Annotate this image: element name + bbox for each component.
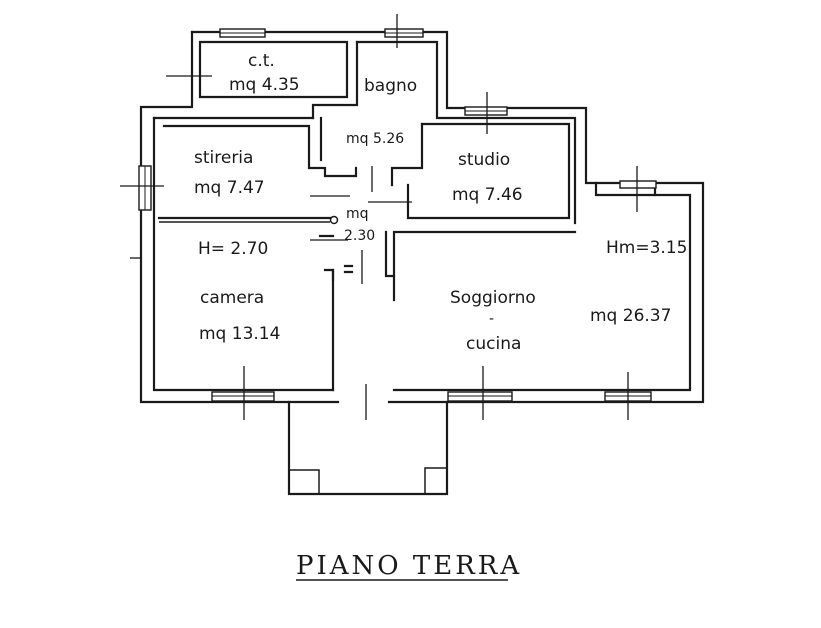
- wall-left-top: [139, 30, 340, 404]
- window-soggiorno-3: [619, 180, 657, 189]
- wall-stireria: [162, 124, 358, 178]
- door-hinge-icon: [329, 215, 339, 225]
- height-right: Hm=3.15: [606, 238, 687, 258]
- wall-studio: [406, 122, 571, 220]
- wall-main-inner: [392, 181, 692, 392]
- room-stireria-name: stireria: [194, 148, 253, 168]
- window-bagno: [384, 28, 424, 38]
- wall-bagno: [355, 40, 577, 225]
- room-studio-name: studio: [458, 150, 510, 170]
- room-soggiorno-name: Soggiorno: [450, 288, 536, 308]
- height-left: H= 2.70: [198, 239, 268, 259]
- room-stireria-area: mq 7.47: [194, 178, 265, 198]
- room-disimpegno-area: 2.30: [344, 228, 375, 244]
- window-soggiorno-1: [447, 391, 513, 402]
- room-bagno-area: mq 5.26: [346, 131, 404, 147]
- room-ct-name: c.t.: [248, 51, 275, 71]
- window-studio: [464, 106, 508, 116]
- wall-camera-right: [323, 268, 335, 392]
- room-bagno-name: bagno: [364, 76, 417, 96]
- room-camera-area: mq 13.14: [199, 324, 280, 344]
- window-ct: [219, 28, 266, 38]
- wall-ct-block: [190, 30, 705, 404]
- room-soggiorno-area: mq 26.37: [590, 306, 671, 326]
- room-soggiorno-name2: cucina: [466, 334, 521, 354]
- plan-title: PIANO TERRA: [296, 551, 522, 581]
- room-disimpegno-label: mq: [346, 206, 369, 222]
- wall-ct-block-inner: [198, 40, 349, 99]
- wall-bagno-left: [311, 40, 359, 120]
- wall-studio-left: [390, 122, 424, 187]
- wall-corridor-right: [384, 230, 577, 278]
- porch-pillar-right: [424, 467, 448, 495]
- porch-pillar-left: [288, 469, 320, 495]
- room-soggiorno-connector: -: [489, 311, 494, 327]
- room-camera-name: camera: [200, 288, 264, 308]
- room-ct-area: mq 4.35: [229, 75, 300, 95]
- window-stireria: [138, 165, 152, 211]
- porch-outline: [287, 400, 449, 496]
- room-studio-area: mq 7.46: [452, 185, 523, 205]
- wall-left-inner: [152, 116, 335, 392]
- window-camera: [211, 391, 275, 402]
